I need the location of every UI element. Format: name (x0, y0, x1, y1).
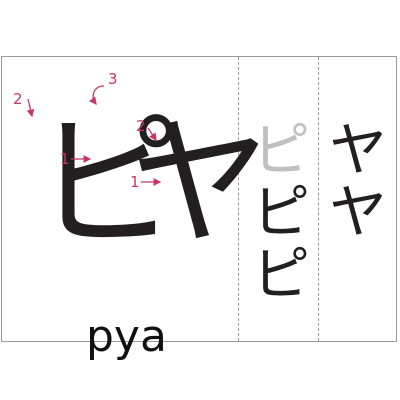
practice-kana-pi: ピ (252, 178, 311, 246)
practice-kana-pi: ピ (252, 240, 311, 308)
kana-card: ピ ヤ pya ピ ピ ピ ヤ ヤ (1, 56, 397, 359)
romaji-label: pya (86, 311, 167, 362)
practice-column-pi: ピ ピ ピ (252, 119, 310, 305)
practice-column-ya: ヤ ヤ (329, 116, 388, 246)
main-kana-ya: ヤ (130, 103, 271, 266)
trace-guide-pi: ピ (252, 116, 311, 184)
practice-kana-ya: ヤ (329, 178, 388, 246)
dashed-divider-2 (318, 57, 319, 341)
practice-kana-ya: ヤ (329, 116, 388, 184)
dashed-divider-1 (238, 57, 239, 341)
